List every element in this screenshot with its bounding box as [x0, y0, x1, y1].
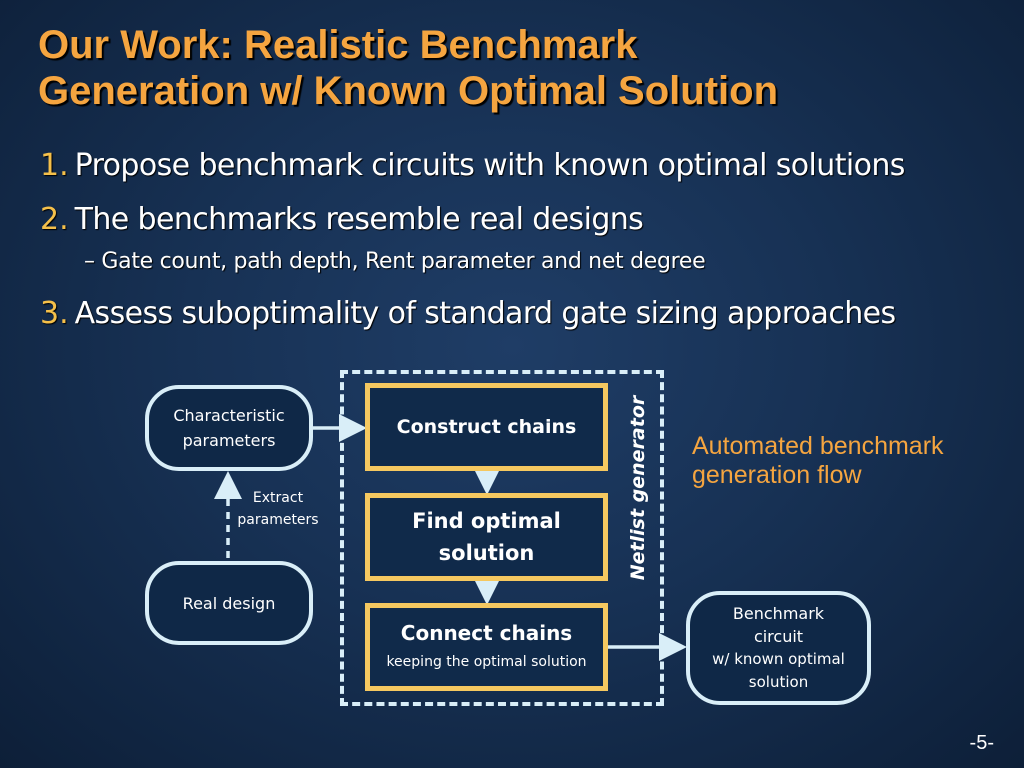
netlist-generator-group [340, 370, 664, 706]
title-line-2: Generation w/ Known Optimal Solution [38, 69, 778, 113]
extract-line-1: Extract [252, 490, 304, 506]
benchmark-line-2: circuit [753, 627, 804, 646]
connect-chains-sub: keeping the optimal solution [386, 654, 587, 670]
bullet-2-number: 2. [40, 202, 69, 237]
flow-note-line-2: generation flow [692, 461, 862, 489]
construct-chains-label: Construct chains [396, 416, 577, 438]
connect-chains-label: Connect chains [400, 621, 573, 645]
construct-chains-box: Construct chains [365, 383, 608, 471]
slide-title: Our Work: Realistic Benchmark Generation… [38, 22, 998, 114]
extract-parameters-label: Extract parameters [232, 487, 324, 531]
bullet-1-number: 1. [40, 148, 69, 183]
bullet-2: 2.The benchmarks resemble real designs [40, 200, 644, 240]
benchmark-line-4: solution [748, 673, 809, 691]
flow-note-line-1: Automated benchmark [692, 432, 944, 460]
characteristic-line-2: parameters [182, 431, 276, 450]
characteristic-line-1: Characteristic [173, 406, 285, 425]
bullet-3-number: 3. [40, 296, 69, 331]
find-line-1: Find optimal [412, 509, 561, 533]
benchmark-line-3: w/ known optimal [712, 650, 845, 668]
extract-line-2: parameters [237, 512, 319, 528]
title-line-1: Our Work: Realistic Benchmark [38, 23, 638, 67]
characteristic-parameters-box: Characteristic parameters [145, 385, 313, 471]
sub-bullet: – Gate count, path depth, Rent parameter… [84, 249, 706, 274]
benchmark-circuit-box: Benchmark circuit w/ known optimal solut… [686, 591, 871, 705]
real-design-box: Real design [145, 561, 313, 645]
bullet-1: 1.Propose benchmark circuits with known … [40, 146, 905, 186]
find-line-2: solution [438, 541, 535, 565]
bullet-1-text: Propose benchmark circuits with known op… [74, 148, 906, 183]
connect-chains-box: Connect chains keeping the optimal solut… [365, 603, 608, 691]
real-design-label: Real design [182, 593, 276, 613]
benchmark-line-1: Benchmark [732, 604, 825, 623]
bullet-2-text: The benchmarks resemble real designs [74, 202, 644, 237]
page-number: -5- [969, 732, 994, 754]
automated-flow-note: Automated benchmark generation flow [692, 432, 1002, 490]
bullet-3-text: Assess suboptimality of standard gate si… [74, 296, 897, 331]
netlist-generator-label: Netlist generator [627, 395, 649, 581]
find-optimal-solution-box: Find optimal solution [365, 493, 608, 581]
bullet-3: 3.Assess suboptimality of standard gate … [40, 294, 896, 334]
